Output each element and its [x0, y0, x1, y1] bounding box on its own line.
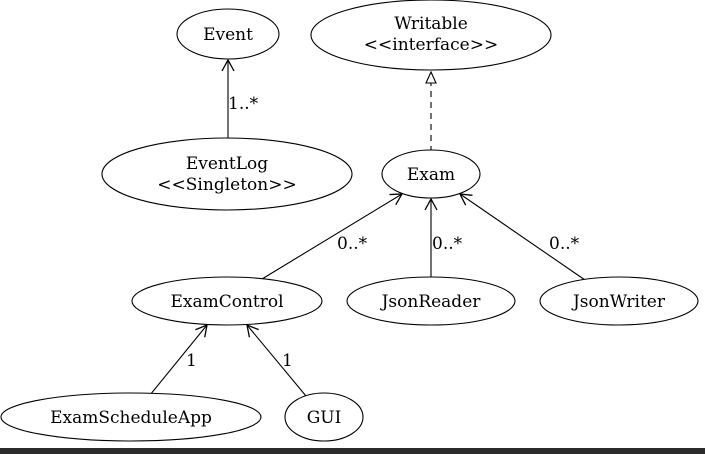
edge-gui-examcontrol	[246, 323, 307, 397]
multiplicity-examscheduleapp-examcontrol: 1	[186, 351, 197, 371]
node-eventlog-stereotype: <<Singleton>>	[157, 175, 296, 195]
node-exam-label: Exam	[407, 165, 455, 185]
multiplicity-gui-examcontrol: 1	[282, 351, 293, 371]
node-eventlog-label: EventLog	[186, 154, 268, 174]
edge-examscheduleapp-examcontrol	[149, 323, 208, 396]
node-examcontrol-label: ExamControl	[170, 292, 283, 312]
node-event: Event	[176, 8, 280, 60]
edge-examcontrol-exam	[261, 193, 404, 280]
multiplicity-eventlog-event: 1..*	[228, 94, 259, 114]
node-examscheduleapp-label: ExamScheduleApp	[50, 408, 212, 428]
node-gui-label: GUI	[307, 408, 342, 428]
node-writable: Writable <<interface>>	[310, 0, 552, 71]
node-exam: Exam	[381, 149, 481, 199]
node-examcontrol: ExamControl	[131, 276, 323, 326]
node-event-label: Event	[203, 25, 253, 45]
window-bottom-edge	[0, 448, 705, 454]
node-examscheduleapp: ExamScheduleApp	[0, 392, 262, 442]
node-gui: GUI	[284, 392, 364, 442]
multiplicity-jsonwriter-exam: 0..*	[549, 234, 580, 254]
node-jsonreader: JsonReader	[346, 276, 516, 326]
node-writable-label: Writable	[394, 14, 468, 34]
multiplicity-jsonreader-exam: 0..*	[432, 234, 463, 254]
node-jsonwriter-label: JsonWriter	[571, 292, 666, 312]
node-jsonwriter: JsonWriter	[539, 276, 699, 326]
node-writable-stereotype: <<interface>>	[364, 35, 498, 55]
multiplicity-examcontrol-exam: 0..*	[337, 234, 368, 254]
node-jsonreader-label: JsonReader	[380, 292, 482, 312]
node-eventlog: EventLog <<Singleton>>	[101, 137, 353, 211]
edge-jsonwriter-exam	[458, 193, 586, 281]
